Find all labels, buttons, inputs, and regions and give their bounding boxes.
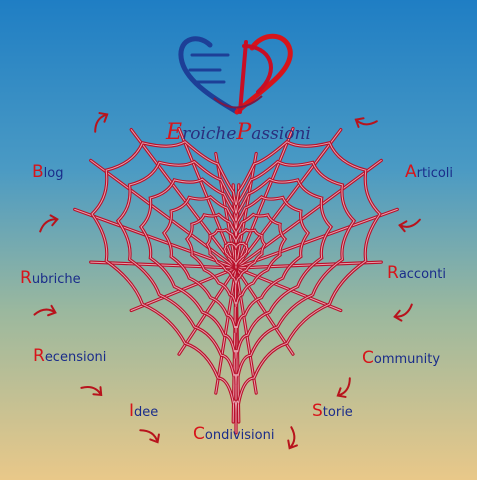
nav-label: ondivisioni xyxy=(204,428,275,443)
web-strand xyxy=(215,153,237,269)
curved-arrow-icon xyxy=(354,117,378,128)
nav-link-rubriche[interactable]: Rubriche xyxy=(20,270,81,287)
web-strand xyxy=(74,208,237,269)
nav-initial: I xyxy=(129,401,135,421)
web-strand xyxy=(91,141,381,414)
brand-initial-e: E xyxy=(166,120,183,145)
nav-link-idee[interactable]: Idee xyxy=(129,403,158,420)
nav-label: ecensioni xyxy=(44,350,107,365)
nav-initial: R xyxy=(33,346,45,366)
nav-link-racconti[interactable]: Racconti xyxy=(387,265,446,282)
web-strand xyxy=(178,267,237,355)
curved-arrow-icon xyxy=(336,377,351,398)
web-strand xyxy=(235,267,257,394)
web-strand xyxy=(117,160,355,385)
nav-initial: C xyxy=(193,424,205,444)
nav-link-articoli[interactable]: Articoli xyxy=(405,164,453,181)
nav-label: torie xyxy=(322,405,353,420)
web-strand xyxy=(163,196,309,333)
curved-arrow-icon xyxy=(39,214,59,233)
ed-heart-logo-icon xyxy=(178,33,293,115)
web-strand xyxy=(235,261,382,269)
web-strand xyxy=(235,129,342,269)
brand-word1-rest: roiche xyxy=(182,124,237,144)
web-strand xyxy=(130,267,237,311)
nav-label: ubriche xyxy=(31,272,81,287)
nav-initial: R xyxy=(387,263,399,283)
curved-arrow-icon xyxy=(33,304,57,317)
nav-link-storie[interactable]: Storie xyxy=(312,403,353,420)
nav-initial: A xyxy=(405,162,417,182)
web-strand xyxy=(140,178,332,359)
web-strand xyxy=(235,159,382,269)
brand-initial-p: P xyxy=(236,120,252,145)
web-strand xyxy=(215,267,237,394)
nav-link-blog[interactable]: Blog xyxy=(32,164,64,181)
curved-arrow-icon xyxy=(139,429,160,444)
nav-label: log xyxy=(43,166,64,181)
web-strand xyxy=(235,267,294,355)
curved-arrow-icon xyxy=(393,303,413,322)
nav-initial: B xyxy=(32,162,44,182)
web-strand xyxy=(90,261,237,269)
nav-initial: C xyxy=(362,348,374,368)
curved-arrow-icon xyxy=(80,385,103,397)
nav-label: rticoli xyxy=(416,166,454,181)
web-strand xyxy=(206,229,266,285)
web-strand xyxy=(232,267,237,423)
brand-name: EroichePassioni xyxy=(166,120,311,145)
web-strand xyxy=(235,267,342,311)
curved-arrow-icon xyxy=(398,218,421,233)
curved-arrow-icon xyxy=(94,112,109,133)
curved-arrows xyxy=(33,112,421,450)
web-strand xyxy=(223,242,249,265)
brand-word2-rest: assioni xyxy=(251,124,311,144)
nav-label: ommunity xyxy=(373,352,441,367)
nav-link-condivisioni[interactable]: Condivisioni xyxy=(193,426,274,443)
web-strand xyxy=(90,159,237,269)
nav-initial: R xyxy=(20,268,32,288)
nav-initial: S xyxy=(312,401,323,421)
nav-label: dee xyxy=(134,405,159,420)
curved-arrow-icon xyxy=(287,426,298,450)
web-strand xyxy=(186,213,286,307)
nav-link-recensioni[interactable]: Recensioni xyxy=(33,348,106,365)
nav-link-community[interactable]: Community xyxy=(362,350,440,367)
nav-label: acconti xyxy=(398,267,446,282)
heart-spiderweb-icon xyxy=(73,126,399,435)
web-strand xyxy=(130,129,237,269)
web-strand xyxy=(235,208,398,269)
web-strand xyxy=(235,153,257,269)
